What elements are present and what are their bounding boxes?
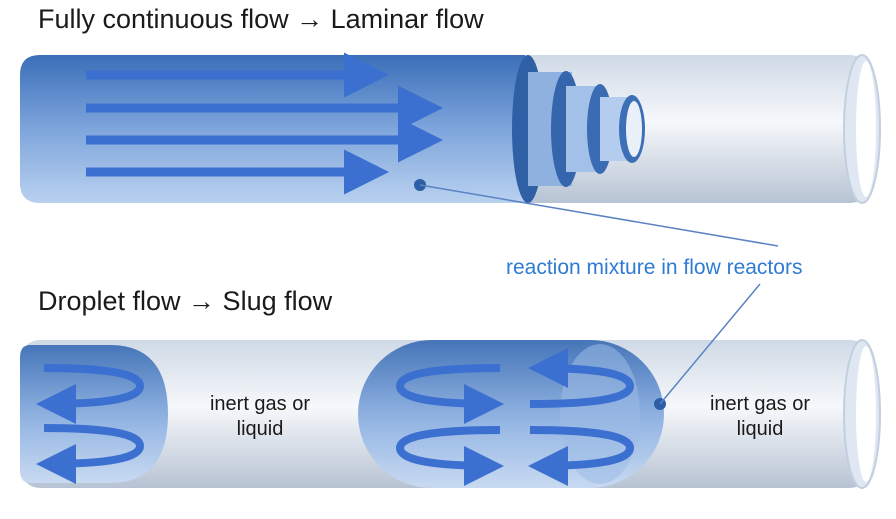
- gas-label-right-line1: inert gas or: [709, 393, 811, 415]
- annotation-label: reaction mixture in flow reactors: [506, 256, 803, 279]
- slug-left-arrows: [36, 364, 145, 484]
- gas-label-left-line2: liquid: [236, 418, 284, 440]
- tube-opening-inner-bottom: [856, 346, 876, 482]
- tube-opening-inner: [856, 61, 876, 197]
- heading-slug: Droplet flow → Slug flow: [38, 286, 333, 316]
- heading-laminar: Fully continuous flow → Laminar flow: [38, 4, 484, 34]
- laminar-layers: [512, 55, 645, 203]
- slug-tube: [20, 339, 881, 489]
- slug-middle-arrows: [395, 348, 635, 486]
- laminar-tube: [20, 52, 881, 204]
- gas-label-left: inert gas or liquid: [180, 392, 340, 442]
- leader-line-top: [419, 184, 779, 247]
- gas-label-right: inert gas or liquid: [680, 392, 840, 442]
- gas-label-left-line1: inert gas or: [209, 393, 311, 415]
- laminar-arrows: [86, 52, 443, 195]
- leader-line-bottom: [659, 283, 761, 405]
- gas-label-right-line2: liquid: [736, 418, 784, 440]
